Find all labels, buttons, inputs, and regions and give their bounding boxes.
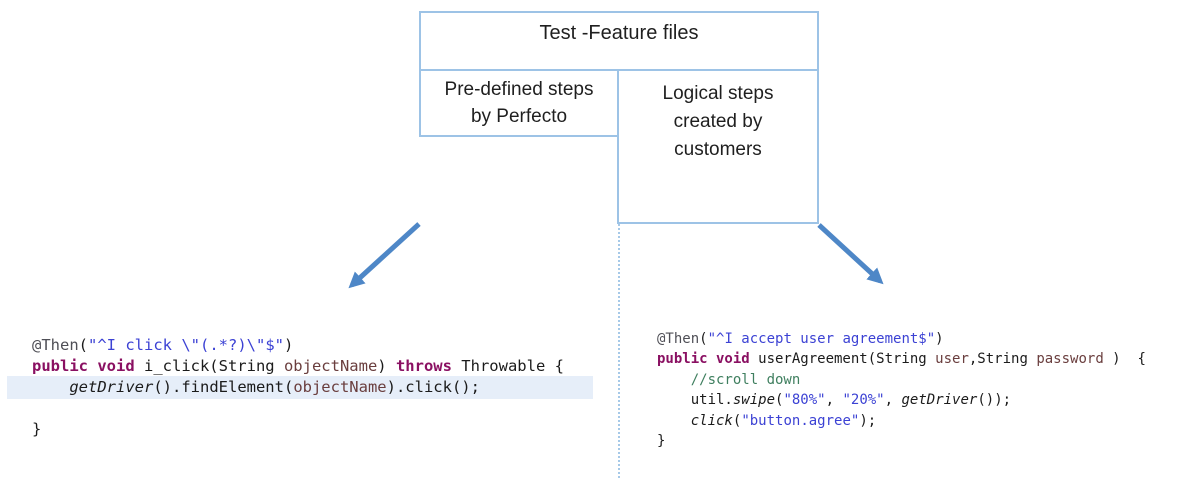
code-token: "^I click \"(.*?)\"$"	[88, 336, 284, 354]
code-token: (	[775, 392, 784, 409]
code-token: @Then	[32, 336, 79, 354]
code-token: )	[935, 331, 944, 347]
code-token: @Then	[657, 331, 700, 347]
code-line: public void i_click(String objectName) t…	[32, 356, 564, 377]
code-token: }	[657, 433, 666, 450]
code-token: password	[1036, 351, 1104, 368]
code-token: ());	[977, 392, 1012, 409]
code-token: "^I accept user agreement$"	[707, 331, 936, 347]
feature-files-box: Test -Feature files	[419, 11, 819, 71]
feature-files-label: Test -Feature files	[539, 22, 699, 44]
code-token: ).click();	[386, 378, 480, 396]
dotted-divider-line	[618, 224, 620, 478]
code-token: );	[859, 412, 877, 429]
code-token: //scroll down	[690, 371, 801, 388]
code-token	[657, 372, 691, 388]
code-token: }	[32, 420, 42, 438]
code-token: user	[935, 351, 969, 368]
code-token: throws	[395, 357, 452, 375]
code-token: ) {	[1103, 351, 1146, 368]
code-token: )	[377, 357, 396, 375]
code-line: @Then("^I accept user agreement$")	[657, 329, 1146, 349]
code-line	[32, 398, 564, 419]
code-token: "button.agree"	[741, 412, 860, 429]
predefined-steps-box: Pre-defined steps by Perfecto	[419, 69, 619, 137]
left-code-block: @Then("^I click \"(.*?)\"$")public void …	[32, 335, 564, 440]
predefined-steps-label: Pre-defined steps by Perfecto	[444, 79, 594, 127]
code-token: (	[699, 331, 708, 347]
code-line: click("button.agree");	[657, 411, 1146, 431]
code-token: "20%"	[842, 392, 885, 409]
code-line: }	[657, 431, 1146, 451]
right-code-block: @Then("^I accept user agreement$")public…	[657, 329, 1146, 451]
code-line: }	[32, 419, 564, 440]
code-line: getDriver().findElement(objectName).clic…	[32, 377, 564, 398]
code-token: (	[732, 412, 742, 429]
code-token: public void	[657, 351, 750, 368]
code-token: ,String	[968, 351, 1037, 368]
code-token: ().findElement(	[153, 378, 294, 396]
code-token: public void	[32, 357, 135, 375]
code-token: getDriver	[901, 392, 978, 409]
code-token: ,	[825, 392, 843, 409]
code-token: util.	[657, 392, 733, 409]
code-token	[32, 378, 69, 396]
code-token: i_click(String	[134, 357, 284, 375]
code-token: getDriver	[69, 378, 154, 396]
highlighted-line-background	[7, 376, 593, 399]
code-line: util.swipe("80%", "20%", getDriver());	[657, 390, 1146, 410]
code-token: objectName	[283, 357, 378, 375]
logical-steps-box: Logical steps created by customers	[617, 69, 819, 224]
left-arrow	[348, 222, 421, 289]
code-token	[657, 413, 691, 429]
code-token: (	[78, 336, 89, 354]
code-line: //scroll down	[657, 370, 1146, 390]
code-token: userAgreement(String	[749, 351, 936, 368]
right-arrow	[817, 223, 884, 285]
code-token: objectName	[293, 378, 387, 396]
code-token: )	[283, 336, 294, 354]
code-token: Throwable {	[451, 357, 564, 375]
code-token: "80%"	[783, 392, 826, 409]
logical-steps-label: Logical steps created by customers	[662, 83, 774, 160]
code-token: ,	[884, 392, 902, 409]
code-line: public void userAgreement(String user,St…	[657, 349, 1146, 369]
code-line: @Then("^I click \"(.*?)\"$")	[32, 335, 564, 356]
code-token: swipe	[732, 392, 776, 409]
code-token: click	[690, 412, 733, 429]
